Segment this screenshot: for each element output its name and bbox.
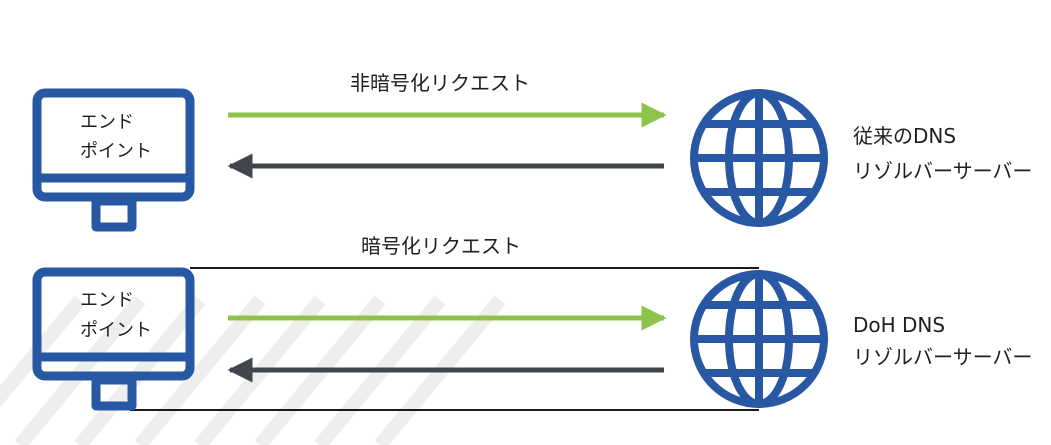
server-label-line2: リゾルバーサーバー [853, 159, 1032, 183]
globe-icon [690, 270, 828, 408]
globe-icon [690, 89, 828, 227]
encrypted-tunnel [130, 267, 759, 411]
server-label-line1: DoH DNS [853, 313, 945, 337]
row-encrypted: 暗号化リクエスト エンド ポイント DoH DNS リゾルバーサーバー [32, 234, 1032, 411]
endpoint-label-line1: エンド [80, 290, 134, 311]
endpoint-label-line1: エンド [80, 112, 134, 133]
monitor-icon [32, 267, 195, 411]
row-unencrypted: エンド ポイント 非暗号化リクエスト 従来のDNS リゾルバーサーバー [32, 71, 1032, 232]
endpoint-label-line2: ポイント [80, 320, 152, 341]
server-label-line1: 従来のDNS [853, 124, 956, 148]
endpoint-label-line2: ポイント [80, 141, 152, 162]
request-label: 非暗号化リクエスト [350, 71, 530, 95]
request-label: 暗号化リクエスト [361, 234, 521, 258]
server-label-line2: リゾルバーサーバー [853, 345, 1032, 369]
monitor-icon [32, 88, 195, 232]
